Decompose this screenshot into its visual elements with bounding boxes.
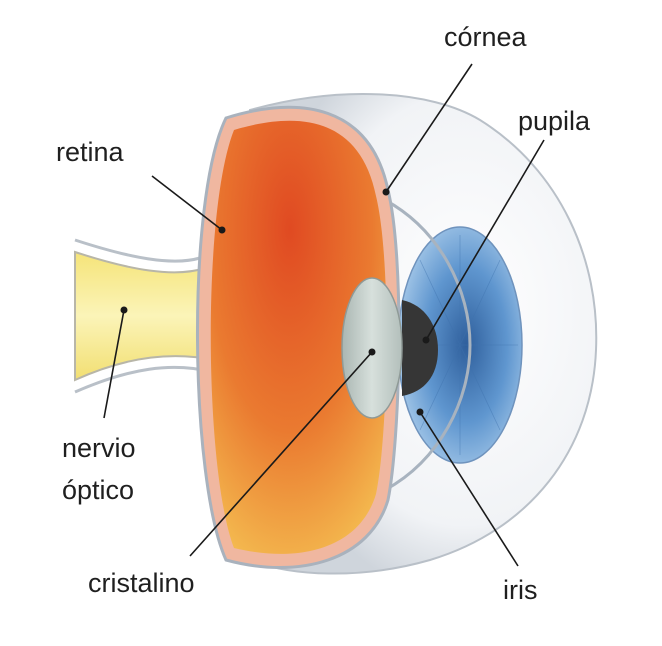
pupil-shape bbox=[402, 300, 438, 396]
label-cornea: córnea bbox=[444, 22, 527, 52]
dot-cristalino bbox=[368, 348, 376, 356]
label-iris: iris bbox=[503, 575, 538, 605]
label-nervio-optico: nervio óptico bbox=[62, 428, 136, 512]
leader-pupila bbox=[425, 139, 545, 341]
label-nervio-line1: nervio bbox=[62, 433, 136, 463]
dot-retina bbox=[218, 226, 226, 234]
dot-pupila bbox=[422, 336, 430, 344]
cornea-shape bbox=[384, 198, 472, 492]
dot-cornea bbox=[382, 188, 390, 196]
leader-nervio bbox=[103, 309, 125, 419]
lens-shape bbox=[341, 277, 403, 419]
dot-iris bbox=[416, 408, 424, 416]
label-cristalino: cristalino bbox=[88, 568, 195, 598]
leader-retina bbox=[151, 175, 223, 231]
leader-cristalino bbox=[189, 351, 373, 557]
leader-cornea bbox=[385, 63, 473, 193]
label-retina: retina bbox=[56, 137, 124, 167]
optic-nerve-shape bbox=[74, 250, 217, 382]
label-pupila: pupila bbox=[518, 106, 591, 136]
retina-interior bbox=[210, 120, 387, 554]
dot-nervio bbox=[120, 306, 128, 314]
label-nervio-line2: óptico bbox=[62, 474, 135, 505]
leader-iris bbox=[419, 411, 519, 567]
